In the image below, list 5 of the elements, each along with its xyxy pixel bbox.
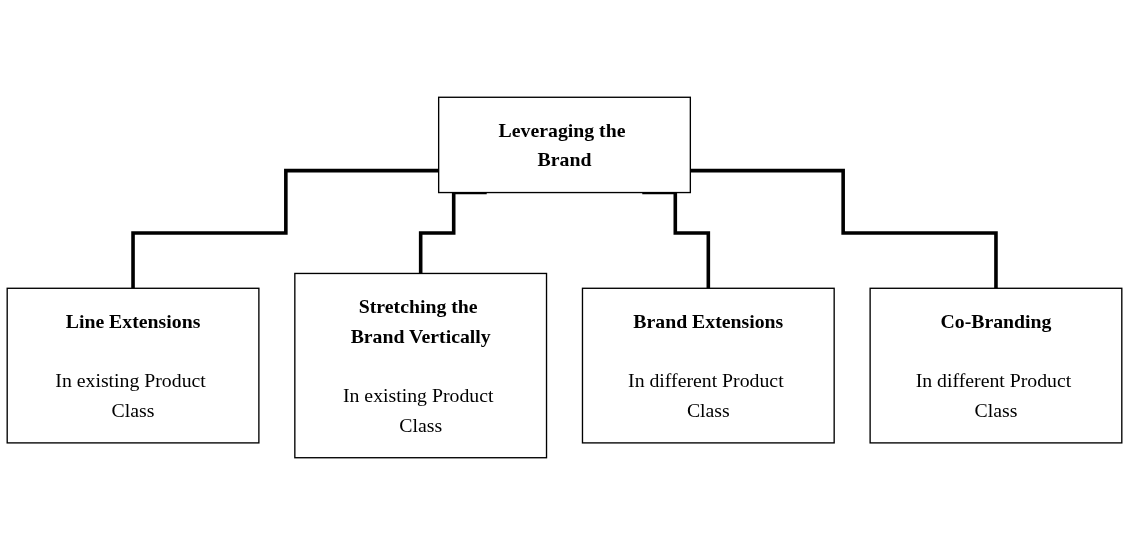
node-box: Stretching the Brand Vertically In existing Product Class [294, 272, 548, 459]
node-box: Leveraging the Brand [438, 96, 691, 194]
node-box: Brand Extensions In different Product Class [581, 287, 835, 444]
node-box: Co-Branding In different Product Class [869, 287, 1123, 444]
node-box: Line Extensions In existing Product Class [6, 287, 260, 444]
